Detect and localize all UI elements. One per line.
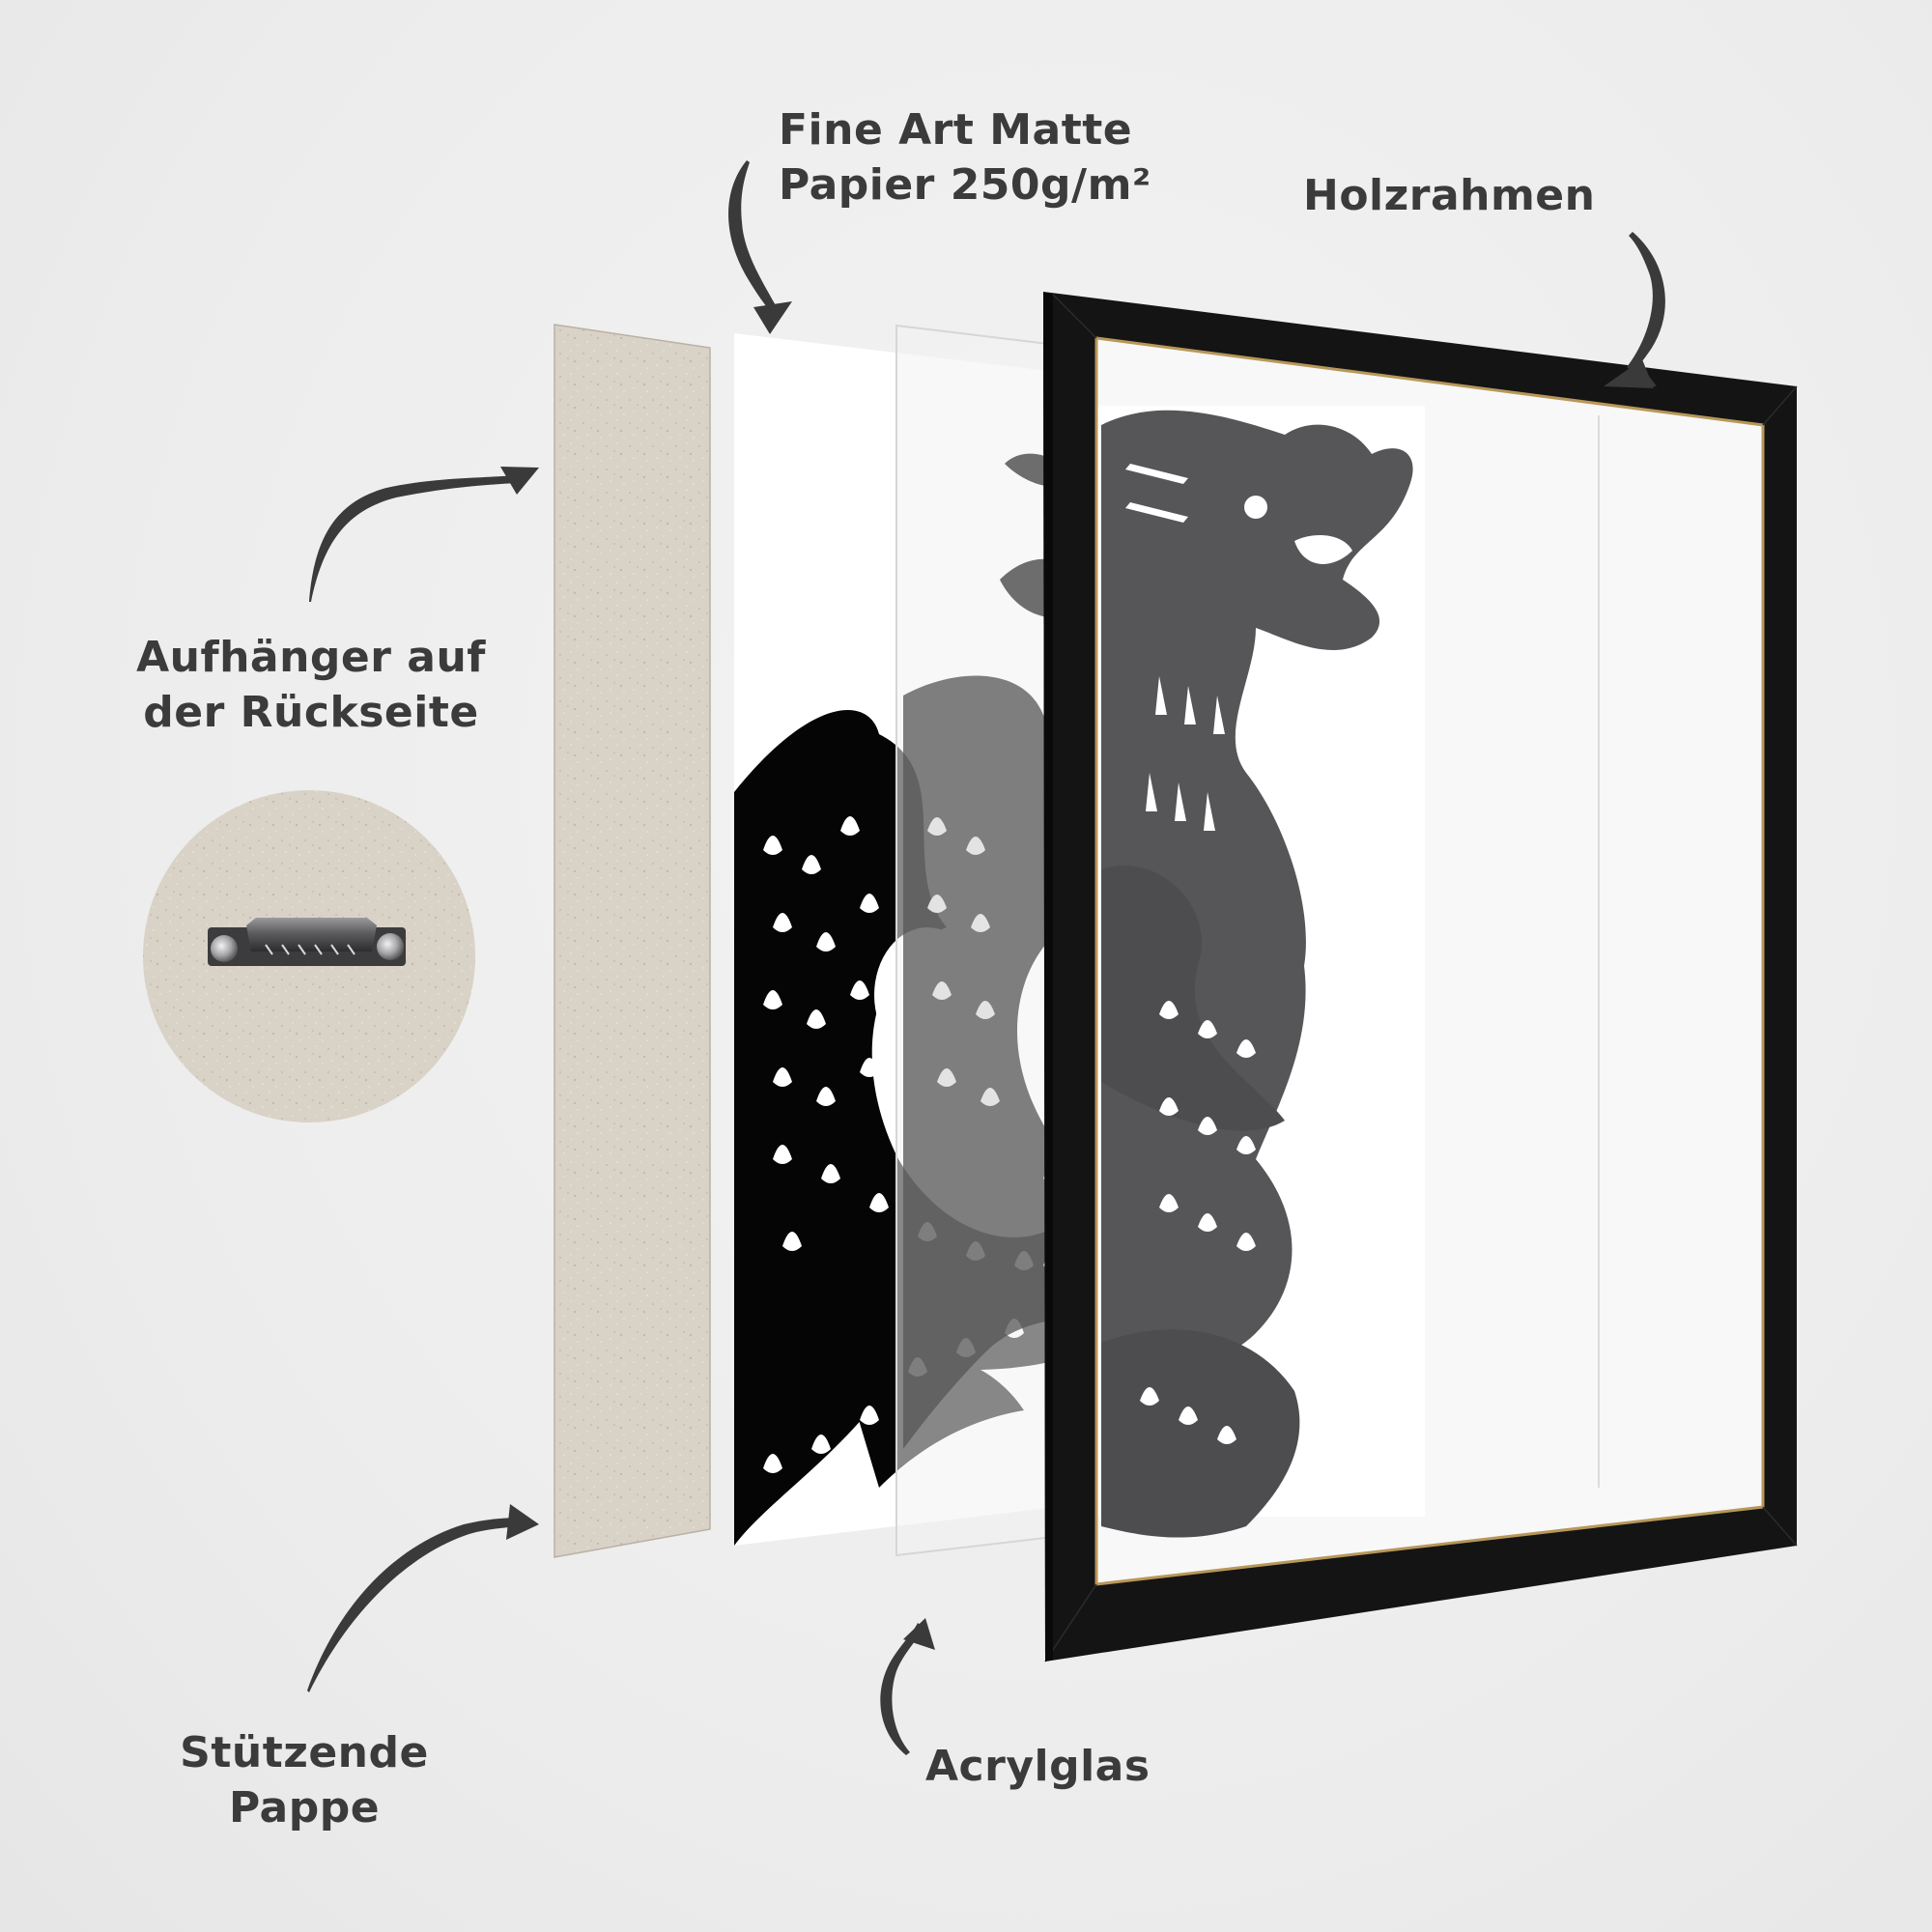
label-line: Acrylglas [925,1742,1151,1791]
backing-arrow-icon [307,1504,539,1692]
hanger-arrow-icon [309,467,539,602]
wooden-frame [1043,292,1798,1662]
label-acrylic-glass: Acrylglas [925,1739,1151,1794]
label-line: Stützende [180,1728,429,1777]
label-backing-board: Stützende Pappe [155,1725,454,1835]
label-wooden-frame: Holzrahmen [1303,168,1595,223]
frame-arrow-icon [1604,232,1665,388]
label-fine-art-paper: Fine Art Matte Papier 250g/m² [779,102,1151,213]
annotation-arrows [307,160,1665,1755]
label-hanger: Aufhänger auf der Rückseite [108,630,514,740]
label-line: Fine Art Matte [779,105,1133,155]
label-line: Pappe [228,1783,381,1833]
sawtooth-hanger-icon [208,918,406,966]
label-line: Holzrahmen [1303,171,1596,220]
acrylic-arrow-icon [880,1618,935,1755]
backing-board [554,324,711,1558]
hanger-detail-callout [143,790,475,1122]
label-line: Papier 250g/m² [779,160,1151,211]
label-line: Aufhänger auf [136,633,486,682]
label-line: der Rückseite [143,688,479,738]
paper-arrow-icon [728,160,792,334]
